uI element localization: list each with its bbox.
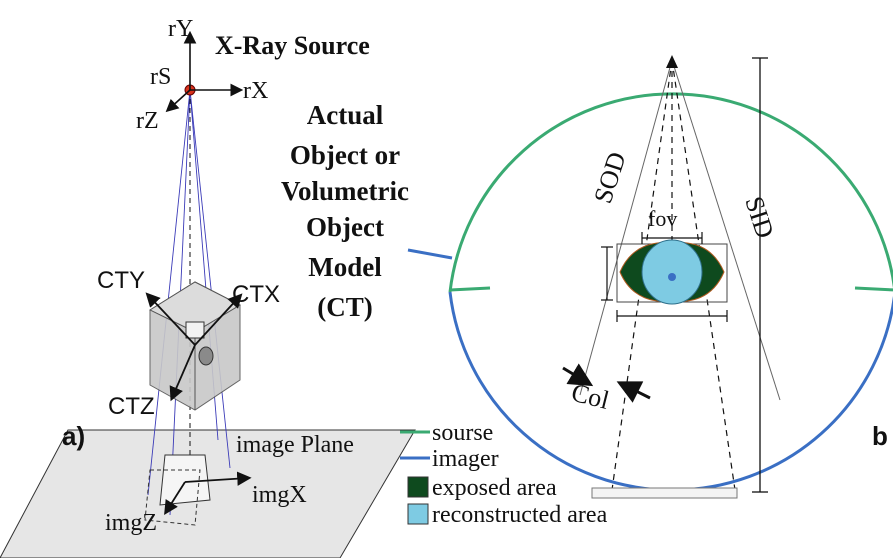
source-arc-left-tick: [449, 286, 491, 292]
img-axis-z: [164, 481, 186, 516]
source-axis-z: [165, 89, 191, 113]
object-leader-line: [407, 248, 453, 260]
legend-swatch-reconstructed: [407, 503, 429, 525]
projected-image: [144, 454, 211, 526]
source-arc-right-tick: [854, 286, 893, 292]
ct-axis-z-label: CTZ: [108, 393, 155, 420]
imager-trajectory-arc: [448, 291, 893, 492]
legend-label-reconstructed: reconstructed area: [432, 502, 608, 528]
img-axis-z-label: imgZ: [105, 510, 157, 536]
detector-bar: [591, 487, 738, 499]
svg-text:(CT): (CT): [317, 292, 373, 322]
img-axis-x-label: imgX: [252, 482, 307, 508]
ct-axis-x-label: CTX: [232, 281, 280, 308]
source-axis-x-label: rX: [243, 78, 268, 104]
object-title: Actual Object or Volumetric Object Model…: [281, 100, 409, 322]
reconstructed-area-shape: [641, 239, 703, 305]
legend-swatch-exposed: [407, 476, 429, 498]
legend-label-source: sourse: [432, 420, 493, 446]
col-label: Col: [569, 378, 612, 415]
source-point-marker: [666, 55, 678, 68]
fov-label: fov: [648, 206, 677, 231]
ct-axis-y: [145, 292, 196, 346]
col-arrow-right: [616, 381, 651, 403]
isocenter-point: [668, 273, 676, 281]
img-axis-x: [184, 471, 252, 486]
image-plane-label: image Plane: [236, 432, 354, 458]
sid-label: SID: [739, 193, 780, 242]
source-axis-y-label: rY: [168, 16, 193, 42]
source-axis-s-label: rS: [150, 64, 171, 90]
col-arrow-left: [562, 363, 594, 387]
svg-text:Actual: Actual: [307, 100, 384, 130]
panel-a: rY rS rX rZ X-Ray Source Actual Object o…: [0, 16, 416, 558]
fan-beam: [579, 59, 781, 401]
legend-label-imager: imager: [432, 446, 499, 472]
svg-text:Object: Object: [306, 212, 384, 242]
source-axis-z-label: rZ: [136, 108, 159, 134]
svg-text:Volumetric: Volumetric: [281, 176, 409, 206]
legend-label-exposed: exposed area: [432, 475, 557, 501]
svg-text:Object or: Object or: [290, 140, 400, 170]
ct-axis-z: [169, 344, 196, 402]
xray-source-title: X-Ray Source: [215, 31, 370, 60]
sod-label: SOD: [588, 148, 632, 206]
panel-a-label: a): [62, 421, 85, 451]
legend: sourse imager exposed area reconstructed…: [400, 420, 608, 528]
svg-text:Model: Model: [308, 252, 382, 282]
ct-axis-y-label: CTY: [97, 267, 145, 294]
ct-axis-x: [194, 293, 243, 346]
panel-b-label: b: [872, 421, 888, 451]
